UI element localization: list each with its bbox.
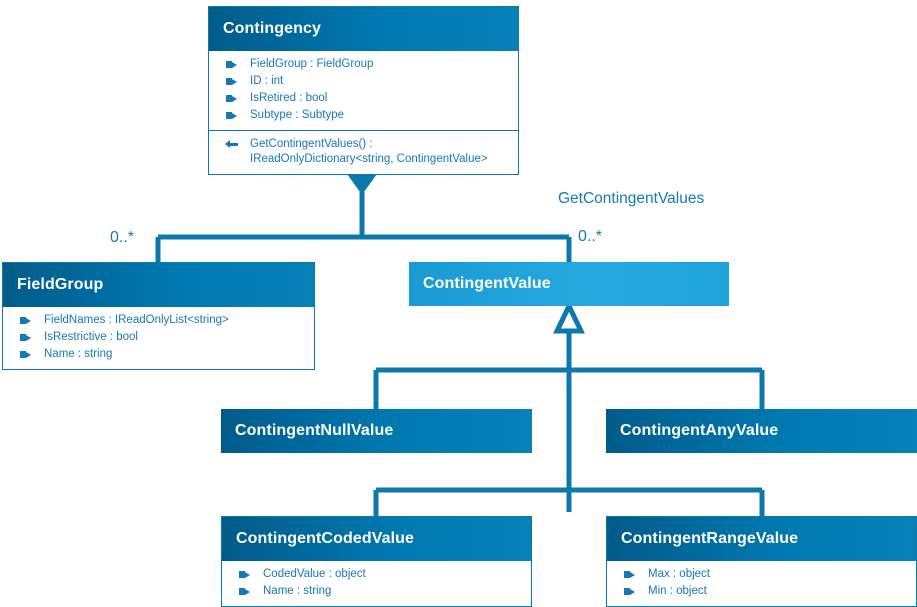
member-row[interactable]: FieldGroup : FieldGroup xyxy=(209,56,518,73)
member-row[interactable]: ID : int xyxy=(209,73,518,90)
class-title-contingentvalue: ContingentValue xyxy=(409,262,729,306)
property-icon xyxy=(225,108,241,123)
member-row[interactable]: IsRestrictive : bool xyxy=(3,329,314,346)
properties-section-fieldgroup: FieldNames : IReadOnlyList<string> IsRes… xyxy=(3,307,314,369)
methods-section-contingency: GetContingentValues() : IReadOnlyDiction… xyxy=(209,130,518,174)
property-icon xyxy=(225,91,241,106)
method-label-line2: IReadOnlyDictionary<string, ContingentVa… xyxy=(250,153,488,165)
member-row[interactable]: Name : string xyxy=(222,583,531,600)
multiplicity-label-left: 0..* xyxy=(110,229,135,246)
generalization-triangle xyxy=(553,300,585,334)
properties-section-contingency: FieldGroup : FieldGroup ID : int IsRetir… xyxy=(209,51,518,130)
member-row[interactable]: Subtype : Subtype xyxy=(209,107,518,124)
member-label: IsRetired : bool xyxy=(250,92,328,104)
class-box-contingency[interactable]: Contingency FieldGroup : FieldGroup ID :… xyxy=(208,6,519,175)
property-icon xyxy=(19,330,35,345)
member-label: Min : object xyxy=(648,585,707,597)
class-box-contingentanyvalue[interactable]: ContingentAnyValue xyxy=(606,409,917,453)
property-icon xyxy=(19,313,35,328)
member-row[interactable]: Max : object xyxy=(607,566,916,583)
class-box-contingentnullvalue[interactable]: ContingentNullValue xyxy=(221,409,532,453)
property-icon xyxy=(623,567,639,582)
member-label: CodedValue : object xyxy=(263,568,366,580)
member-row[interactable]: IsRetired : bool xyxy=(209,90,518,107)
member-label: FieldGroup : FieldGroup xyxy=(250,58,374,70)
method-label-line1: GetContingentValues() : xyxy=(250,138,373,150)
class-title-fieldgroup: FieldGroup xyxy=(3,263,314,307)
member-row[interactable]: CodedValue : object xyxy=(222,566,531,583)
multiplicity-label-right: 0..* xyxy=(578,228,603,245)
class-box-contingentrangevalue[interactable]: ContingentRangeValue Max : object Min : … xyxy=(606,516,917,607)
class-box-fieldgroup[interactable]: FieldGroup FieldNames : IReadOnlyList<st… xyxy=(2,262,315,370)
class-title-contingentanyvalue: ContingentAnyValue xyxy=(606,409,917,453)
property-icon xyxy=(238,567,254,582)
properties-section-contingentrangevalue: Max : object Min : object xyxy=(607,561,916,606)
member-row[interactable]: Name : string xyxy=(3,346,314,363)
property-icon xyxy=(19,347,35,362)
class-title-contingency: Contingency xyxy=(209,7,518,51)
property-icon xyxy=(623,584,639,599)
member-row[interactable]: FieldNames : IReadOnlyList<string> xyxy=(3,312,314,329)
member-label: IsRestrictive : bool xyxy=(44,331,138,343)
property-icon xyxy=(225,74,241,89)
class-box-contingentcodedvalue[interactable]: ContingentCodedValue CodedValue : object… xyxy=(221,516,532,607)
class-title-contingentcodedvalue: ContingentCodedValue xyxy=(222,517,531,561)
member-label: Name : string xyxy=(44,348,113,360)
member-label: FieldNames : IReadOnlyList<string> xyxy=(44,314,229,326)
properties-section-contingentcodedvalue: CodedValue : object Name : string xyxy=(222,561,531,606)
member-label: Name : string xyxy=(263,585,332,597)
class-box-contingentvalue[interactable]: ContingentValue xyxy=(409,262,729,306)
property-icon xyxy=(238,584,254,599)
association-name-label: GetContingentValues xyxy=(558,190,705,207)
class-title-contingentnullvalue: ContingentNullValue xyxy=(221,409,532,453)
property-icon xyxy=(225,57,241,72)
member-label: ID : int xyxy=(250,75,284,87)
member-label: Subtype : Subtype xyxy=(250,109,344,121)
method-icon xyxy=(225,137,241,152)
class-title-contingentrangevalue: ContingentRangeValue xyxy=(607,517,916,561)
member-row[interactable]: Min : object xyxy=(607,583,916,600)
member-row[interactable]: GetContingentValues() : IReadOnlyDiction… xyxy=(209,136,518,168)
member-label: Max : object xyxy=(648,568,710,580)
